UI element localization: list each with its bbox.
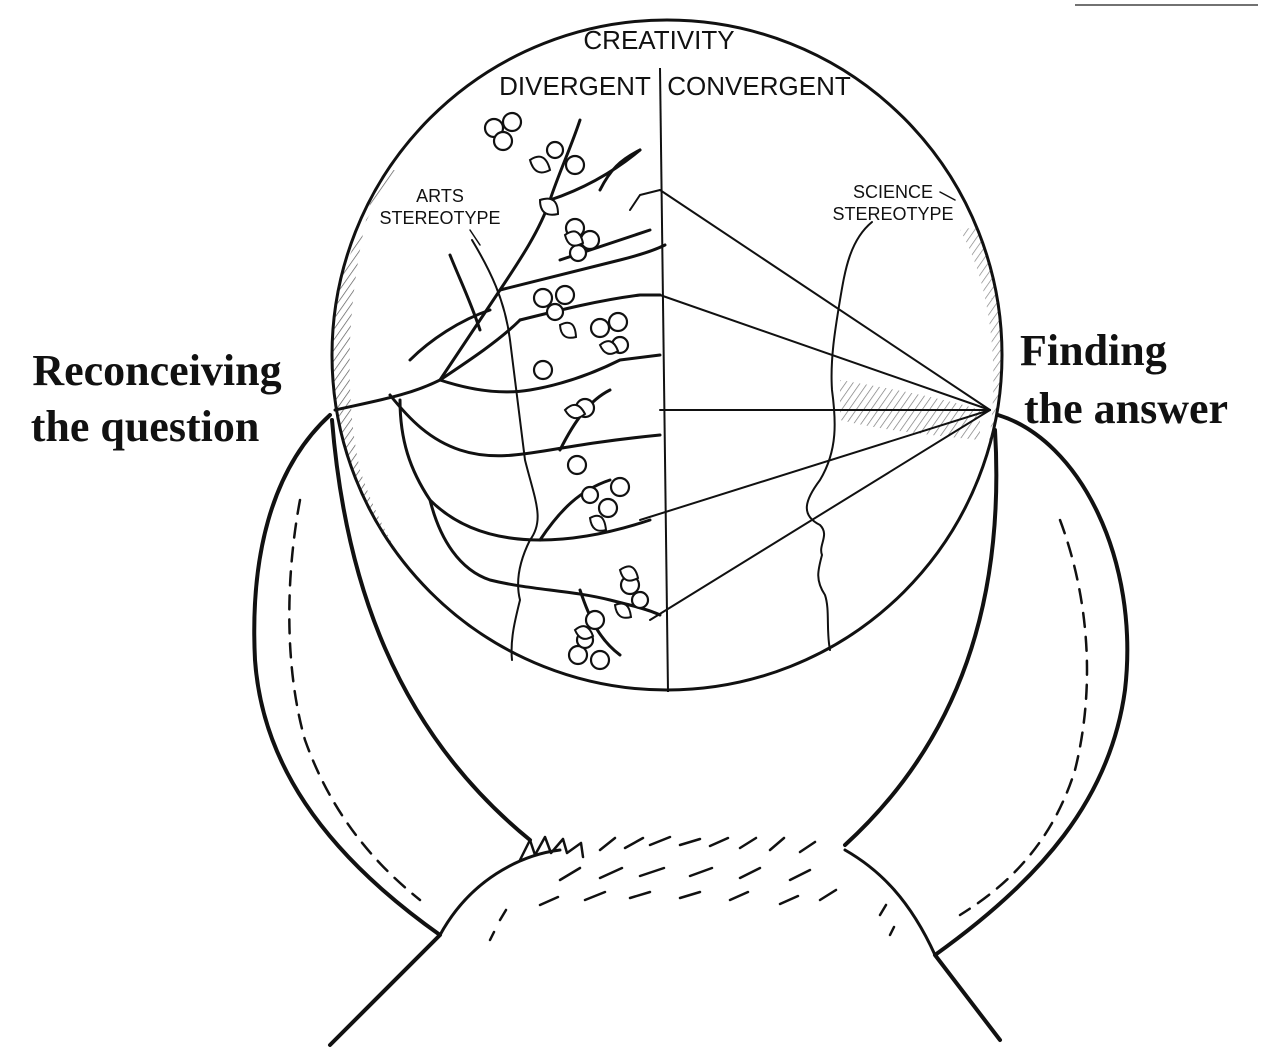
hair: [490, 837, 894, 940]
finding-label: Finding: [1020, 326, 1167, 375]
the-answer-label: the answer: [1024, 384, 1228, 433]
creativity-label: CREATIVITY: [583, 25, 734, 55]
the-question-label: the question: [31, 402, 260, 451]
head-globe: [330, 20, 1010, 692]
science-stereotype-label: STEREOTYPE: [832, 204, 953, 224]
arts-label: ARTS: [416, 186, 464, 206]
divergent-label: DIVERGENT: [499, 71, 651, 101]
convergent-label: CONVERGENT: [667, 71, 851, 101]
arts-stereotype-label: STEREOTYPE: [379, 208, 500, 228]
reconceiving-label: Reconceiving: [32, 346, 281, 395]
science-label: SCIENCE: [853, 182, 933, 202]
